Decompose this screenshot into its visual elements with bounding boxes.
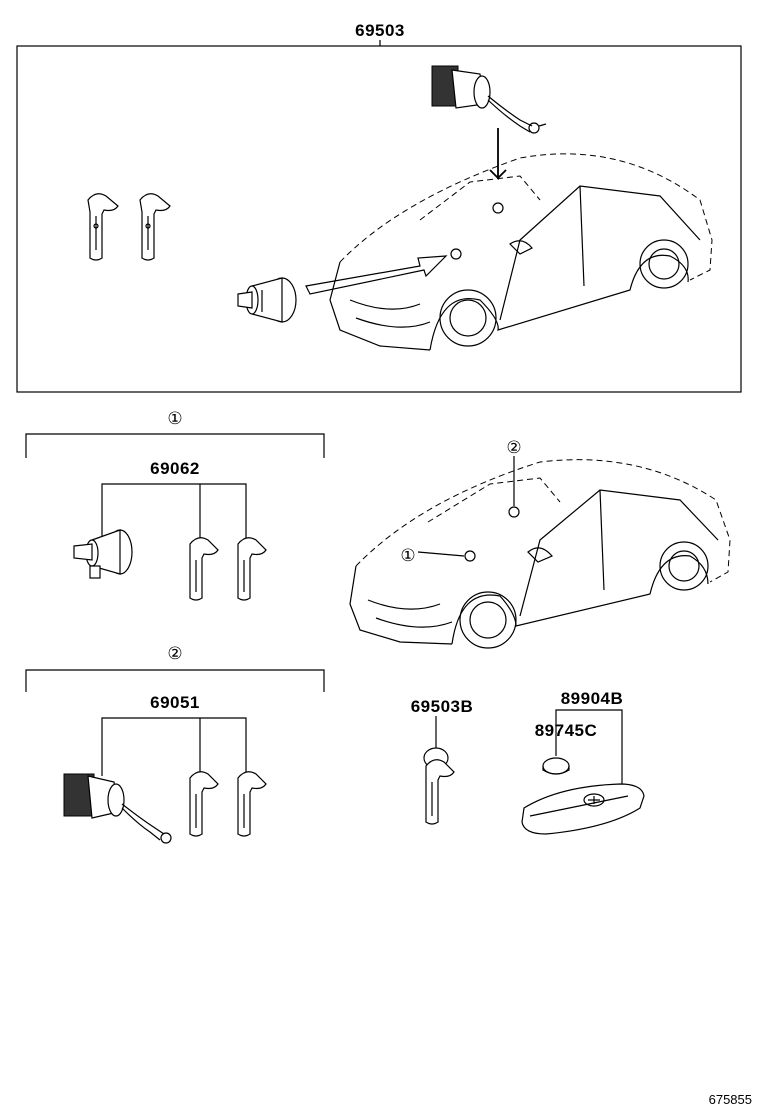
part-number-69503b[interactable]: 69503B bbox=[411, 697, 474, 716]
key-icon bbox=[87, 193, 119, 261]
leader-69062 bbox=[101, 483, 247, 540]
part-number-89904b[interactable]: 89904B bbox=[561, 689, 624, 708]
leader-69051 bbox=[101, 717, 247, 776]
car-top-illustration bbox=[329, 153, 713, 351]
arrow-icon bbox=[305, 255, 448, 295]
arrow-icon bbox=[489, 128, 507, 181]
key-icon bbox=[189, 771, 219, 837]
part-number-69503[interactable]: 69503 bbox=[355, 21, 405, 40]
part-number-69051[interactable]: 69051 bbox=[150, 693, 200, 712]
key-icon bbox=[139, 193, 171, 261]
figure-number: 675855 bbox=[709, 1092, 752, 1107]
key-icon bbox=[189, 537, 219, 601]
group-1-bracket bbox=[25, 433, 325, 458]
car-location-illustration bbox=[349, 456, 731, 649]
group-2-callout[interactable]: ② bbox=[167, 644, 182, 663]
ignition-set-frame bbox=[16, 45, 742, 393]
battery-icon bbox=[542, 757, 570, 775]
part-number-69062[interactable]: 69062 bbox=[150, 459, 200, 478]
smart-key-transmitter-icon bbox=[521, 783, 645, 835]
key-icon bbox=[237, 771, 267, 837]
ignition-switch-icon bbox=[431, 65, 547, 134]
leader-89904b bbox=[555, 709, 623, 786]
group-2-bracket bbox=[25, 669, 325, 692]
ignition-switch-icon bbox=[63, 773, 172, 844]
part-number-89745c[interactable]: 89745C bbox=[535, 721, 598, 740]
door-lock-cylinder-icon bbox=[73, 529, 133, 579]
door-lock-cylinder-icon bbox=[237, 277, 297, 323]
car-callout-2[interactable]: ② bbox=[506, 438, 521, 457]
key-icon bbox=[237, 537, 267, 601]
key-icon bbox=[423, 747, 455, 825]
car-callout-1[interactable]: ① bbox=[400, 546, 415, 565]
group-1-callout[interactable]: ① bbox=[167, 409, 182, 428]
